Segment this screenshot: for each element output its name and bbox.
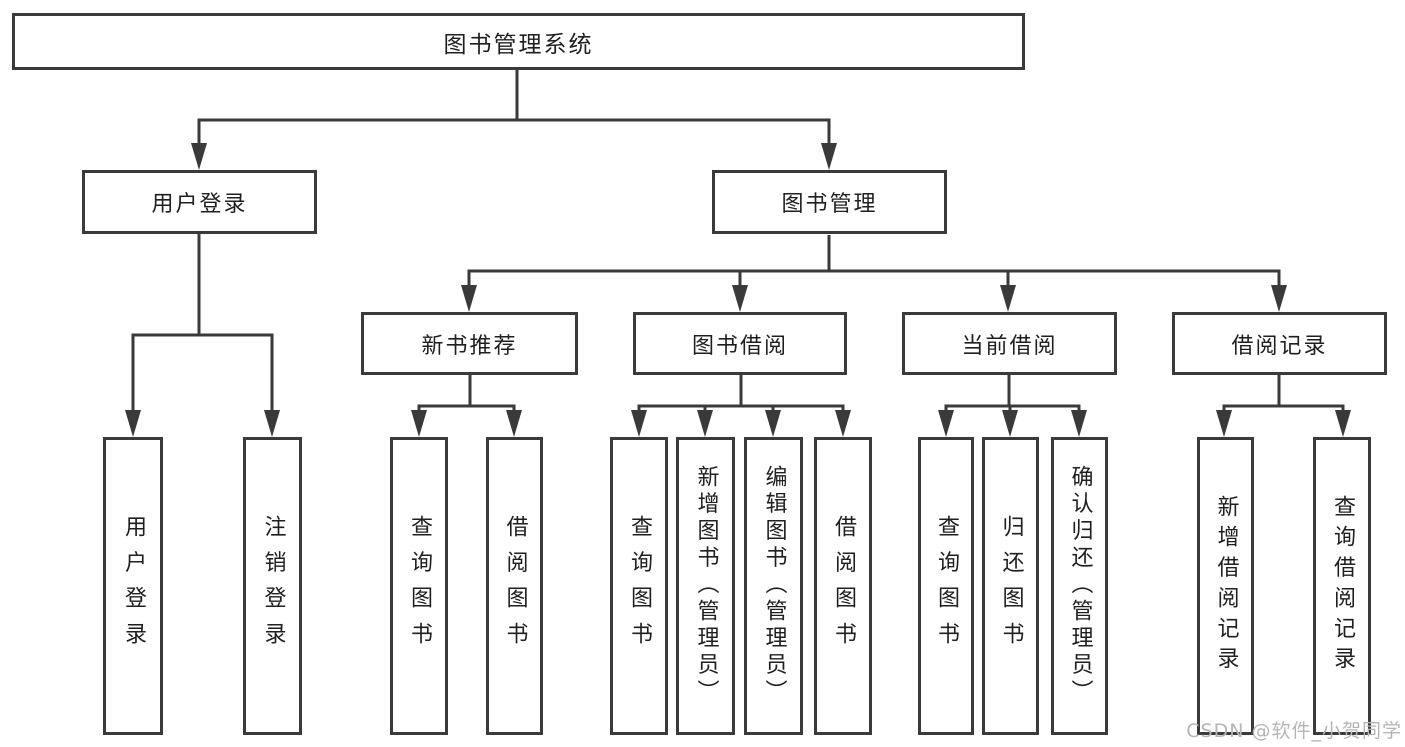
node-book-management-label: 图书管理 — [781, 192, 878, 217]
node-leaf-query-books-3: 查询图书 — [918, 437, 974, 735]
leaf-label: 确认归还（管理员） — [1067, 465, 1093, 707]
node-borrow-records: 借阅记录 — [1172, 312, 1387, 375]
leaf-label: 新增图书（管理员） — [693, 465, 719, 707]
node-book-borrow: 图书借阅 — [633, 312, 847, 375]
csdn-watermark: CSDN @软件_小贺同学 — [1186, 720, 1402, 742]
leaf-label: 注销登录 — [260, 514, 286, 658]
node-new-book-recommend: 新书推荐 — [361, 312, 578, 375]
node-book-borrow-label: 图书借阅 — [691, 333, 788, 359]
node-book-management: 图书管理 — [712, 170, 947, 234]
node-leaf-add-book-admin: 新增图书（管理员） — [676, 437, 735, 735]
node-user-login-label: 用户登录 — [151, 192, 248, 217]
node-borrow-records-label: 借阅记录 — [1231, 333, 1328, 359]
node-user-login: 用户登录 — [82, 170, 317, 234]
connector-segments — [131, 70, 1345, 414]
arrowhead-icons — [125, 143, 1351, 437]
leaf-label: 查询图书 — [627, 514, 652, 658]
node-current-borrow-label: 当前借阅 — [961, 333, 1058, 359]
node-leaf-borrow-books-2: 借阅图书 — [814, 437, 872, 735]
node-root: 图书管理系统 — [12, 13, 1025, 70]
leaf-label: 借阅图书 — [831, 514, 856, 658]
node-leaf-query-books-2: 查询图书 — [610, 437, 668, 735]
leaf-label: 用户登录 — [121, 514, 146, 658]
node-leaf-add-borrow-record: 新增借阅记录 — [1197, 437, 1254, 735]
node-root-label: 图书管理系统 — [443, 31, 594, 58]
node-leaf-logout: 注销登录 — [243, 437, 302, 735]
node-leaf-edit-book-admin: 编辑图书（管理员） — [744, 437, 803, 735]
node-leaf-borrow-books-1: 借阅图书 — [486, 437, 543, 735]
leaf-label: 编辑图书（管理员） — [761, 465, 787, 707]
leaf-label: 查询图书 — [934, 514, 959, 658]
leaf-label: 借阅图书 — [502, 514, 528, 658]
node-leaf-return-book: 归还图书 — [982, 437, 1039, 735]
leaf-label: 查询图书 — [407, 514, 432, 658]
leaf-label: 新增借阅记录 — [1213, 494, 1239, 678]
leaf-label: 归还图书 — [998, 514, 1024, 658]
node-leaf-user-login: 用户登录 — [103, 437, 163, 735]
node-leaf-query-borrow-record: 查询借阅记录 — [1313, 437, 1371, 735]
leaf-label: 查询借阅记录 — [1330, 494, 1355, 678]
node-current-borrow: 当前借阅 — [902, 312, 1117, 375]
node-leaf-query-books-1: 查询图书 — [390, 437, 448, 735]
node-leaf-confirm-return-admin: 确认归还（管理员） — [1051, 437, 1108, 735]
node-new-book-recommend-label: 新书推荐 — [421, 333, 518, 359]
